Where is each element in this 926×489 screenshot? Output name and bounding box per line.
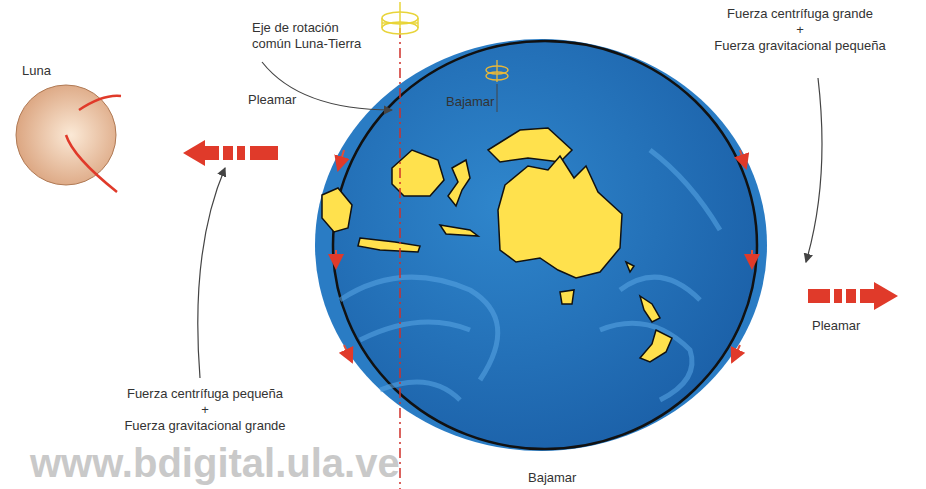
ocean-waves [340, 150, 720, 400]
flow-arrows [336, 150, 752, 362]
moon-shape [13, 82, 119, 188]
force-note: Fuerza centrífuga grande + Fuerza gravit… [690, 6, 910, 54]
earth-outline [333, 41, 757, 449]
tide-arrow-left [183, 140, 278, 166]
high-tide-label: Pleamar [812, 318, 860, 334]
continents [322, 128, 672, 362]
axis-gyro [382, 2, 418, 34]
moon-circle: Luna [13, 82, 119, 188]
moon-label: Luna [22, 63, 51, 78]
low-tide-label: Bajamar [446, 94, 494, 110]
earth-axis-tick [497, 84, 498, 112]
ocean-bulge [315, 39, 767, 451]
axis-label: Eje de rotación común Luna-Tierra [252, 20, 380, 52]
high-tide-label: Pleamar [248, 92, 296, 108]
force-note: Fuerza centrífuga pequeña + Fuerza gravi… [95, 386, 315, 434]
watermark: www.bdigital.ula.ve [30, 441, 400, 485]
low-tide-label: Bajamar [528, 470, 576, 486]
leader-lines [198, 62, 822, 378]
tide-arrow-right [808, 282, 898, 310]
rotation-axis [399, 28, 401, 489]
earth-gyro [486, 60, 508, 82]
